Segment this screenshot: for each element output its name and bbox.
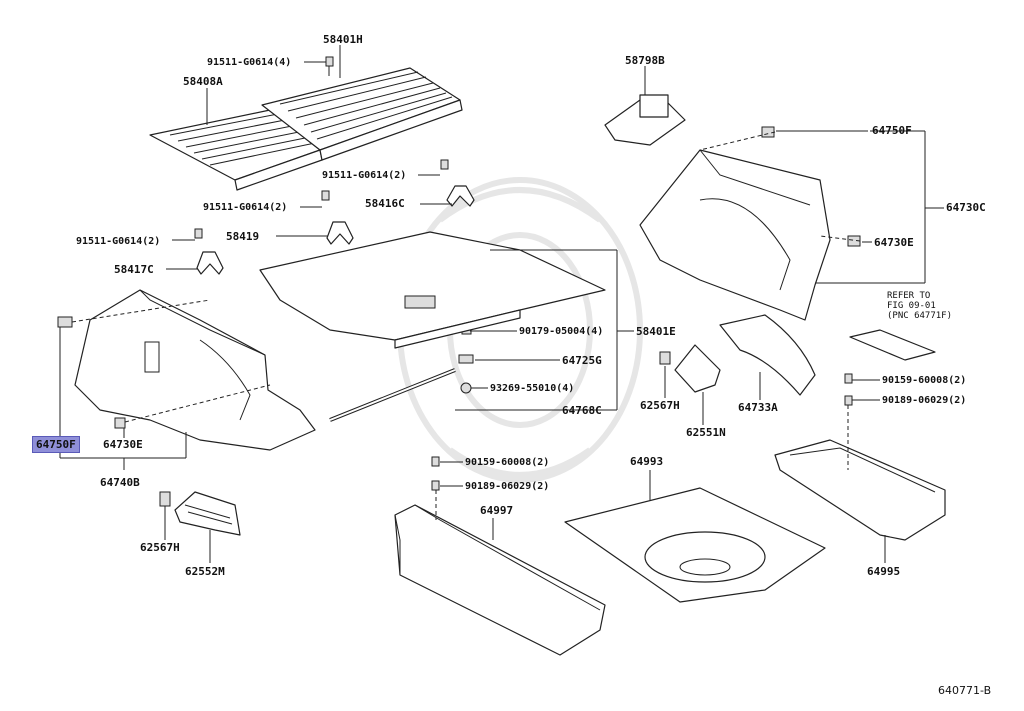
panel-62551N-drawing <box>674 344 721 393</box>
leader-lines <box>59 45 944 563</box>
part-label-58416C[interactable]: 58416C <box>365 197 405 210</box>
part-label-64750F-right[interactable]: 64750F <box>872 124 912 137</box>
part-label-64725G[interactable]: 64725G <box>562 354 602 367</box>
part-label-64995[interactable]: 64995 <box>867 565 901 578</box>
part-label-64730E-left[interactable]: 64730E <box>103 438 143 451</box>
part-label-90189-center[interactable]: 90189-06029(2) <box>465 481 550 492</box>
part-label-62567H-top[interactable]: 62567H <box>640 399 680 412</box>
part-label-91511-a[interactable]: 91511-G0614(4) <box>207 57 292 68</box>
tray-64995-drawing <box>774 439 946 541</box>
tray-64993-drawing <box>564 487 826 603</box>
side-trim-64740B-drawing <box>74 289 316 451</box>
part-label-64733A[interactable]: 64733A <box>738 401 778 414</box>
part-label-58401E[interactable]: 58401E <box>636 325 676 338</box>
part-label-90179[interactable]: 90179-05004(4) <box>519 326 604 337</box>
part-label-91511-d[interactable]: 91511-G0614(2) <box>76 236 161 247</box>
part-label-64768C[interactable]: 64768C <box>562 404 602 417</box>
side-trim-64730C-drawing <box>639 149 831 321</box>
part-label-90159-right[interactable]: 90159-60008(2) <box>882 375 967 386</box>
part-label-62567H-bottom[interactable]: 62567H <box>140 541 180 554</box>
part-label-64997[interactable]: 64997 <box>480 504 514 517</box>
rod-64768C-drawing <box>329 368 456 422</box>
part-label-62552M[interactable]: 62552M <box>185 565 225 578</box>
reference-note: REFER TO FIG 09-01 (PNC 64771F) <box>887 291 952 321</box>
deck-board-58401E-drawing <box>259 231 606 349</box>
part-label-58401H[interactable]: 58401H <box>323 33 363 46</box>
floor-mat-58408A-drawing <box>149 109 323 191</box>
part-label-90159-center[interactable]: 90159-60008(2) <box>465 457 550 468</box>
part-label-64730E-right[interactable]: 64730E <box>874 236 914 249</box>
part-label-58417C[interactable]: 58417C <box>114 263 154 276</box>
part-label-64993[interactable]: 64993 <box>630 455 664 468</box>
part-label-93269[interactable]: 93269-55010(4) <box>490 383 575 394</box>
part-label-91511-c[interactable]: 91511-G0614(2) <box>203 202 288 213</box>
part-label-58419[interactable]: 58419 <box>226 230 260 243</box>
reference-note-line3: (PNC 64771F) <box>887 311 953 321</box>
part-label-64750F-left[interactable]: 64750F <box>32 436 80 453</box>
part-label-58408A[interactable]: 58408A <box>183 75 223 88</box>
figure-id: 640771-B <box>938 684 992 697</box>
dashed-guides <box>71 131 861 520</box>
tray-64997-drawing <box>394 504 606 656</box>
brackets-584xx-drawing <box>196 185 475 275</box>
reference-note-line1: REFER TO <box>887 291 931 301</box>
floor-mat-58401H-drawing <box>261 67 463 161</box>
part-label-90189-right[interactable]: 90189-06029(2) <box>882 395 967 406</box>
bracket-58798B-drawing <box>604 94 686 146</box>
panel-62552M-drawing <box>174 491 241 536</box>
part-label-64740B[interactable]: 64740B <box>100 476 140 489</box>
part-label-64730C[interactable]: 64730C <box>946 201 986 214</box>
part-label-62551N[interactable]: 62551N <box>686 426 726 439</box>
reference-card-drawing <box>849 329 936 361</box>
reference-note-line2: FIG 09-01 <box>887 301 936 311</box>
part-label-91511-b[interactable]: 91511-G0614(2) <box>322 170 407 181</box>
part-label-58798B[interactable]: 58798B <box>625 54 665 67</box>
wheel-cover-64733A-drawing <box>719 314 816 396</box>
